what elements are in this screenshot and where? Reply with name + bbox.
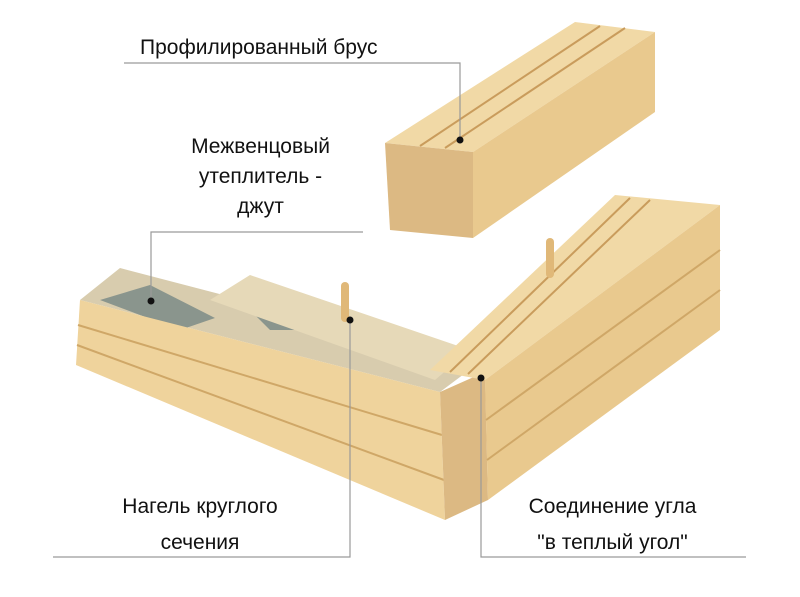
left-wall-illustration [76, 268, 488, 520]
label-dowel-line1: Нагель круглого [122, 495, 278, 518]
label-corner-line2: "в теплый угол" [537, 531, 688, 554]
leader-corner [480, 378, 746, 558]
label-jute-line2: утеплитель - [198, 165, 323, 188]
leader-lines [53, 62, 746, 558]
label-jute-line3: джут [237, 195, 284, 218]
leader-jute [150, 231, 363, 301]
label-jute: Межвенцовый утеплитель - джут [168, 132, 353, 222]
label-dowel-line2: сечения [160, 531, 240, 554]
leader-profiled-beam [124, 62, 461, 140]
label-dowel: Нагель круглого сечения [95, 492, 305, 558]
leader-dots [147, 136, 485, 382]
label-profiled-beam: Профилированный брус [140, 36, 378, 59]
label-jute-line1: Межвенцовый [191, 135, 330, 158]
label-corner-joint: Соединение угла "в теплый угол" [500, 492, 725, 558]
right-wall-illustration [430, 195, 721, 500]
profiled-beam-illustration [385, 22, 655, 238]
dowel-illustration [341, 238, 554, 322]
label-corner-line1: Соединение угла [528, 495, 697, 518]
leader-dowel [53, 320, 351, 558]
